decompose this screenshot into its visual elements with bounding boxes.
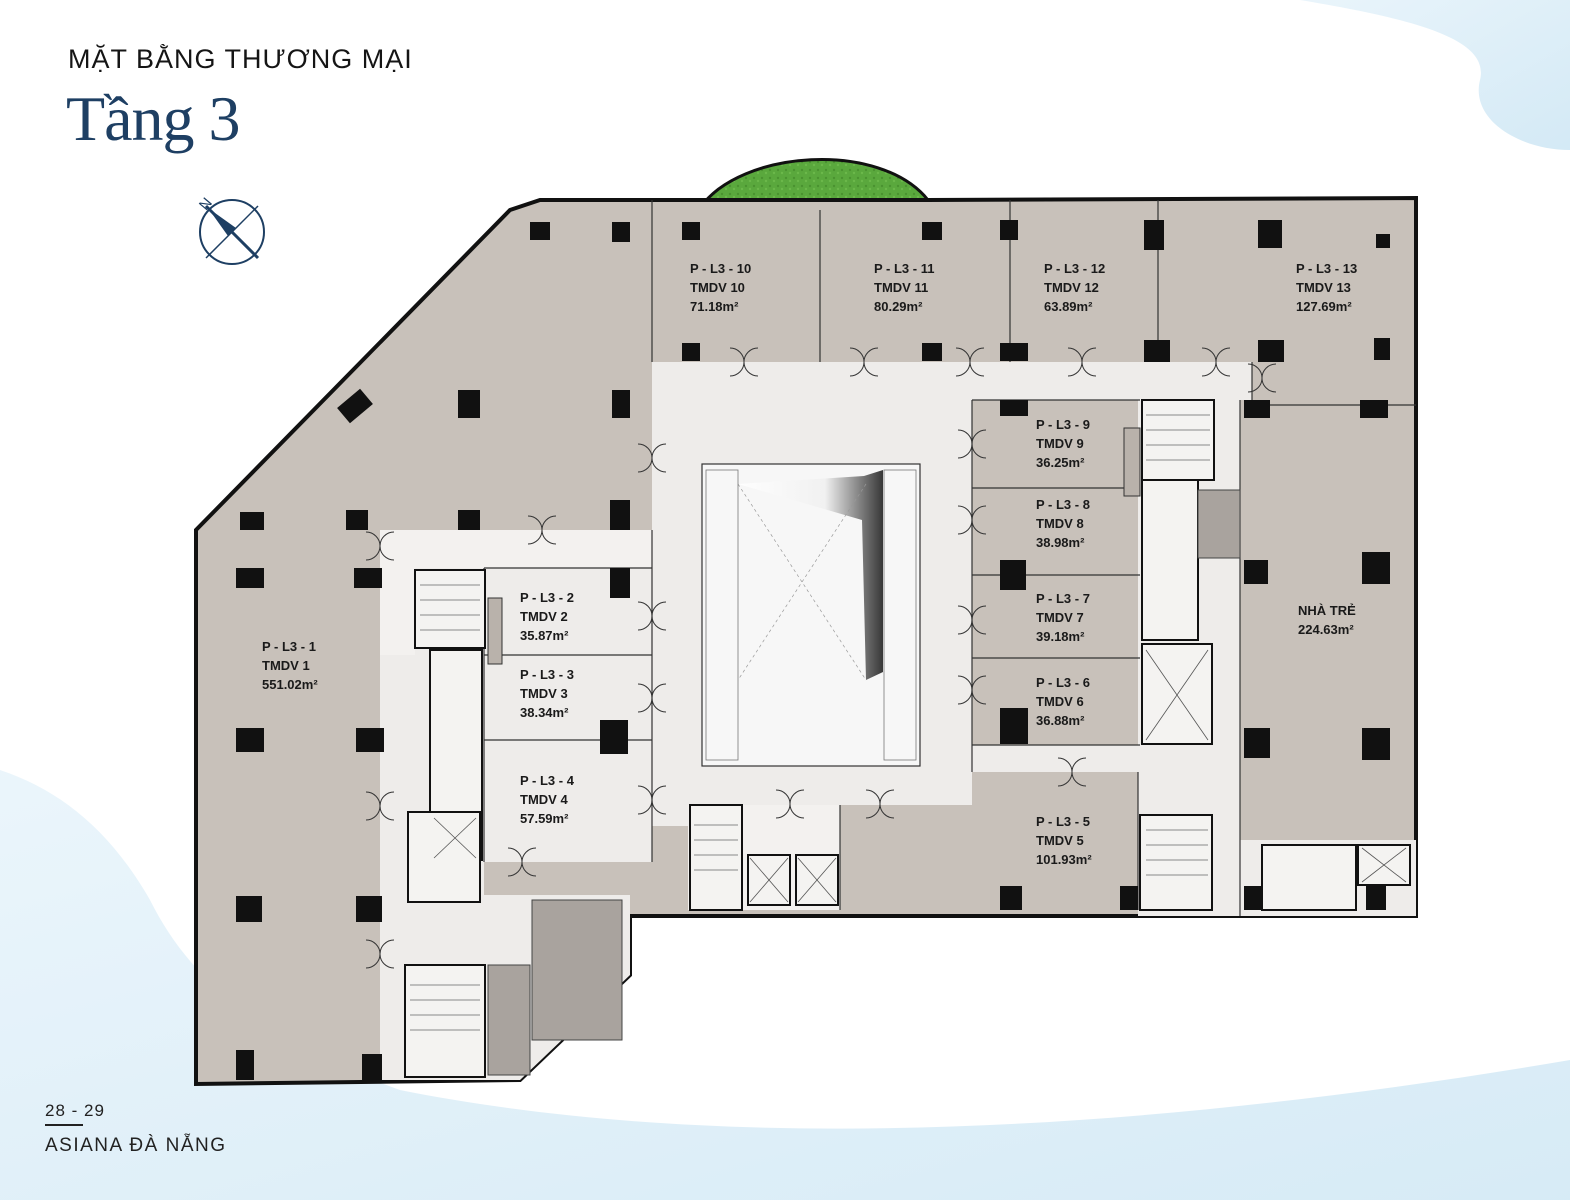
atrium [701, 463, 921, 767]
unit-p-l3-11: P - L3 - 11 TMDV 11 80.29m² [874, 261, 934, 314]
unit-code: P - L3 - 13 [1296, 261, 1357, 276]
unit-name: NHÀ TRẺ [1298, 603, 1356, 618]
unit-name: TMDV 4 [520, 792, 568, 807]
unit-area: 80.29m² [874, 299, 923, 314]
shaft [1123, 427, 1141, 497]
unit-name: TMDV 8 [1036, 516, 1084, 531]
toilet-blocks [487, 489, 1241, 1076]
unit-p-l3-5: P - L3 - 5 TMDV 5 101.93m² [1036, 814, 1092, 867]
unit-name: TMDV 5 [1036, 833, 1084, 848]
water-wash-bottom [0, 770, 1570, 1200]
unit-code: P - L3 - 6 [1036, 675, 1090, 690]
unit-area: 71.18m² [690, 299, 739, 314]
project-name: ASIANA ĐÀ NẴNG [45, 1135, 227, 1156]
doors [365, 347, 1277, 969]
unit-name: TMDV 13 [1296, 280, 1351, 295]
unit-labels: P - L3 - 1 TMDV 1 551.02m² P - L3 - 2 TM… [262, 261, 1357, 867]
unit-code: P - L3 - 5 [1036, 814, 1090, 829]
unit-p-l3-13: P - L3 - 13 TMDV 13 127.69m² [1296, 261, 1357, 314]
unit-p-l3-2: P - L3 - 2 TMDV 2 35.87m² [520, 590, 574, 643]
shaft [487, 597, 503, 665]
unit-area: 38.98m² [1036, 535, 1085, 550]
unit-area: 224.63m² [1298, 622, 1354, 637]
structural-columns [236, 220, 1390, 1080]
atrium-shadow [738, 470, 883, 680]
unit-p-l3-7: P - L3 - 7 TMDV 7 39.18m² [1036, 591, 1090, 644]
unit-code: P - L3 - 1 [262, 639, 316, 654]
unit-p-l3-6: P - L3 - 6 TMDV 6 36.88m² [1036, 675, 1090, 728]
unit-nha-tre: NHÀ TRẺ 224.63m² [1298, 603, 1356, 637]
unit-p-l3-12: P - L3 - 12 TMDV 12 63.89m² [1044, 261, 1105, 314]
unit-p-l3-3: P - L3 - 3 TMDV 3 38.34m² [520, 667, 574, 720]
unit-code: P - L3 - 3 [520, 667, 574, 682]
unit-name: TMDV 12 [1044, 280, 1099, 295]
unit-name: TMDV 2 [520, 609, 568, 624]
unit-area: 63.89m² [1044, 299, 1093, 314]
service-cores [404, 399, 1411, 1078]
unit-name: TMDV 11 [874, 280, 928, 295]
page-subtitle: MẶT BẰNG THƯƠNG MẠI [68, 44, 413, 74]
unit-name: TMDV 3 [520, 686, 568, 701]
compass-icon [199, 199, 265, 265]
unit-code: P - L3 - 12 [1044, 261, 1105, 276]
unit-area: 57.59m² [520, 811, 569, 826]
unit-area: 38.34m² [520, 705, 569, 720]
page-number-underline [45, 1124, 83, 1126]
unit-code: P - L3 - 2 [520, 590, 574, 605]
unit-p-l3-8: P - L3 - 8 TMDV 8 38.98m² [1036, 497, 1090, 550]
page-number: 28 - 29 [45, 1101, 105, 1120]
water-wash-top-right [1300, 0, 1570, 150]
unit-area: 36.88m² [1036, 713, 1085, 728]
unit-area: 127.69m² [1296, 299, 1352, 314]
unit-name: TMDV 6 [1036, 694, 1084, 709]
unit-area: 551.02m² [262, 677, 318, 692]
unit-area: 36.25m² [1036, 455, 1085, 470]
unit-p-l3-4: P - L3 - 4 TMDV 4 57.59m² [520, 773, 575, 826]
unit-code: P - L3 - 4 [520, 773, 575, 788]
unit-name: TMDV 10 [690, 280, 745, 295]
unit-p-l3-9: P - L3 - 9 TMDV 9 36.25m² [1036, 417, 1090, 470]
unit-code: P - L3 - 10 [690, 261, 751, 276]
unit-area: 101.93m² [1036, 852, 1092, 867]
unit-code: P - L3 - 8 [1036, 497, 1090, 512]
corridor-upper-left [380, 530, 652, 655]
unit-p-l3-1: P - L3 - 1 TMDV 1 551.02m² [262, 639, 318, 692]
unit-name: TMDV 7 [1036, 610, 1084, 625]
unit-p-l3-10: P - L3 - 10 TMDV 10 71.18m² [690, 261, 751, 314]
lift-crosses [433, 649, 1407, 903]
unit-code: P - L3 - 7 [1036, 591, 1090, 606]
unit-code: P - L3 - 11 [874, 261, 934, 276]
unit-name: TMDV 9 [1036, 436, 1084, 451]
unit-area: 35.87m² [520, 628, 569, 643]
stair-treads [410, 414, 1210, 1031]
page-title: Tầng 3 [66, 83, 240, 154]
unit-area: 39.18m² [1036, 629, 1085, 644]
unit-name: TMDV 1 [262, 658, 310, 673]
unit-code: P - L3 - 9 [1036, 417, 1090, 432]
